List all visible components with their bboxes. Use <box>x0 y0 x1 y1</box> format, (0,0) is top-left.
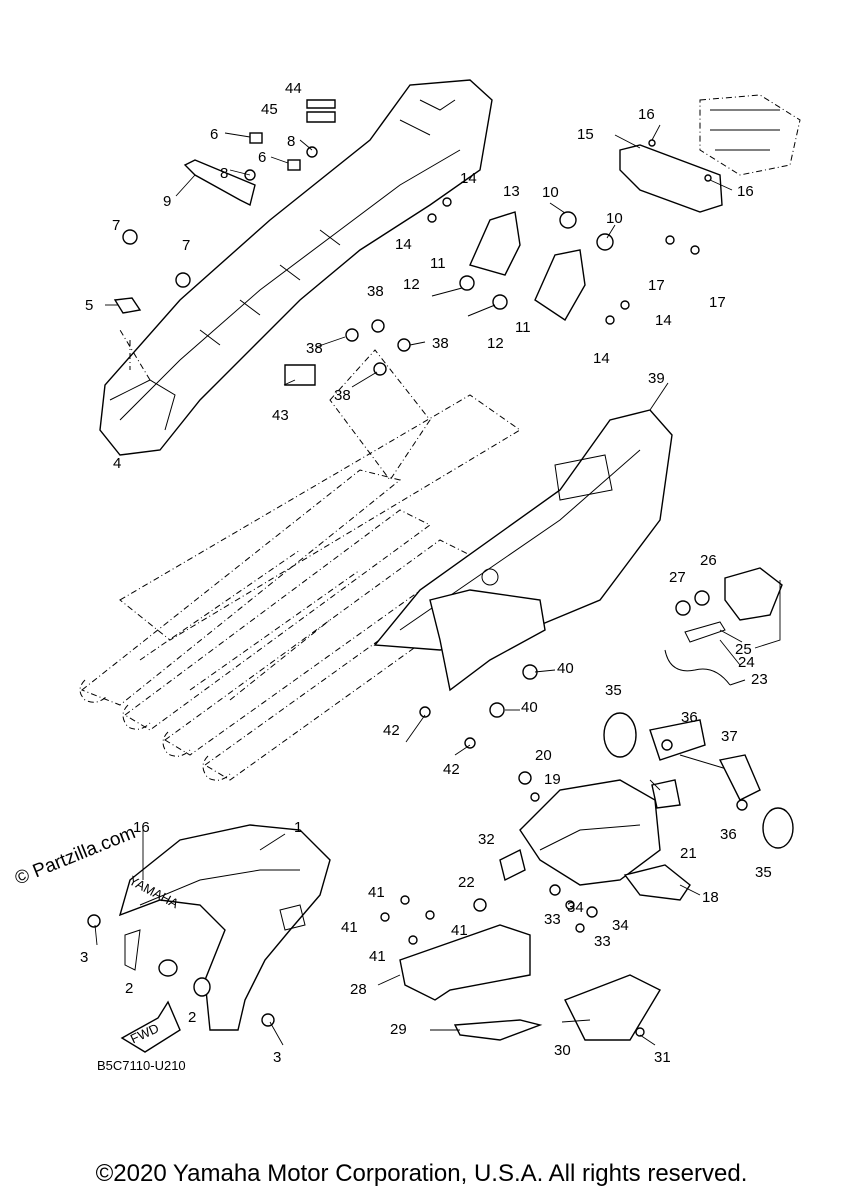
callout-8: 8 <box>287 133 295 150</box>
callout-41: 41 <box>368 884 385 901</box>
callout-11: 11 <box>430 255 446 272</box>
part-5 <box>113 297 142 314</box>
callout-24: 24 <box>738 654 755 671</box>
front-fender <box>87 824 331 1053</box>
callout-35: 35 <box>605 682 622 699</box>
callout-14: 14 <box>395 236 412 253</box>
callout-labels: 1 2 2 3 3 4 5 6 6 7 7 8 8 9 10 10 11 11 … <box>80 80 772 1066</box>
callout-33: 33 <box>594 933 611 950</box>
callout-38: 38 <box>306 340 323 357</box>
part-39-seat-cover <box>373 409 673 692</box>
callout-21: 21 <box>680 845 697 862</box>
callout-36: 36 <box>681 709 698 726</box>
callout-7: 7 <box>182 237 190 254</box>
callout-19: 19 <box>544 771 561 788</box>
callout-42: 42 <box>443 761 460 778</box>
callout-45: 45 <box>261 101 278 118</box>
leader-lines <box>94 124 781 1046</box>
callout-41: 41 <box>341 919 358 936</box>
callout-23: 23 <box>751 671 768 688</box>
callout-1: 1 <box>294 819 302 836</box>
fasteners-40-42 <box>419 664 538 749</box>
callout-44: 44 <box>285 80 302 97</box>
callout-7: 7 <box>112 217 120 234</box>
callout-34: 34 <box>612 917 629 934</box>
callout-27: 27 <box>669 569 686 586</box>
callout-13: 13 <box>503 183 520 200</box>
callout-11: 11 <box>515 319 531 336</box>
callout-38: 38 <box>432 335 449 352</box>
small-fasteners-top <box>122 132 318 288</box>
callout-31: 31 <box>654 1049 671 1066</box>
rear-fender <box>99 79 493 456</box>
callout-33: 33 <box>544 911 561 928</box>
callout-12: 12 <box>403 276 420 293</box>
callout-38: 38 <box>367 283 384 300</box>
callout-12: 12 <box>487 335 504 352</box>
callout-36: 36 <box>720 826 737 843</box>
callout-25: 25 <box>735 641 752 658</box>
callout-41: 41 <box>369 948 386 965</box>
lower-brackets <box>380 895 661 1041</box>
part-45 <box>306 111 336 123</box>
callout-3: 3 <box>273 1049 281 1066</box>
callout-16: 16 <box>737 183 754 200</box>
callout-40: 40 <box>521 699 538 716</box>
turn-signal-assembly <box>603 567 794 849</box>
callout-3: 3 <box>80 949 88 966</box>
callout-16: 16 <box>638 106 655 123</box>
callout-14: 14 <box>460 170 477 187</box>
callout-5: 5 <box>85 297 93 314</box>
bracket-13 <box>427 197 630 325</box>
callout-2: 2 <box>125 980 133 997</box>
callout-26: 26 <box>700 552 717 569</box>
callout-2: 2 <box>188 1009 196 1026</box>
callout-17: 17 <box>709 294 726 311</box>
callout-10: 10 <box>542 184 559 201</box>
callout-20: 20 <box>535 747 552 764</box>
callout-16: 16 <box>133 819 150 836</box>
callout-22: 22 <box>458 874 475 891</box>
part-43 <box>284 364 316 386</box>
callout-28: 28 <box>350 981 367 998</box>
callout-18: 18 <box>702 889 719 906</box>
watermark: © Partzilla.com <box>12 822 139 889</box>
license-bracket-assembly <box>473 771 691 933</box>
callout-32: 32 <box>478 831 495 848</box>
callout-42: 42 <box>383 722 400 739</box>
callout-29: 29 <box>390 1021 407 1038</box>
callout-15: 15 <box>577 126 594 143</box>
callout-6: 6 <box>210 126 218 143</box>
part-44 <box>306 99 336 109</box>
callout-8: 8 <box>220 165 228 182</box>
part-38-nuts <box>345 319 411 376</box>
callout-14: 14 <box>593 350 610 367</box>
copyright-notice: ©2020 Yamaha Motor Corporation, U.S.A. A… <box>95 1160 748 1187</box>
diagram-code: B5C7110-U210 <box>97 1058 186 1073</box>
callout-17: 17 <box>648 277 665 294</box>
tail-light-assembly <box>619 94 801 255</box>
callout-10: 10 <box>606 210 623 227</box>
callout-37: 37 <box>721 728 738 745</box>
callout-4: 4 <box>113 455 121 472</box>
callout-41: 41 <box>451 922 468 939</box>
callout-38: 38 <box>334 387 351 404</box>
callout-35: 35 <box>755 864 772 881</box>
callout-14: 14 <box>655 312 672 329</box>
callout-34: 34 <box>567 899 584 916</box>
callout-39: 39 <box>648 370 665 387</box>
callout-30: 30 <box>554 1042 571 1059</box>
callout-6: 6 <box>258 149 266 166</box>
callout-40: 40 <box>557 660 574 677</box>
callout-9: 9 <box>163 193 171 210</box>
callout-43: 43 <box>272 407 289 424</box>
